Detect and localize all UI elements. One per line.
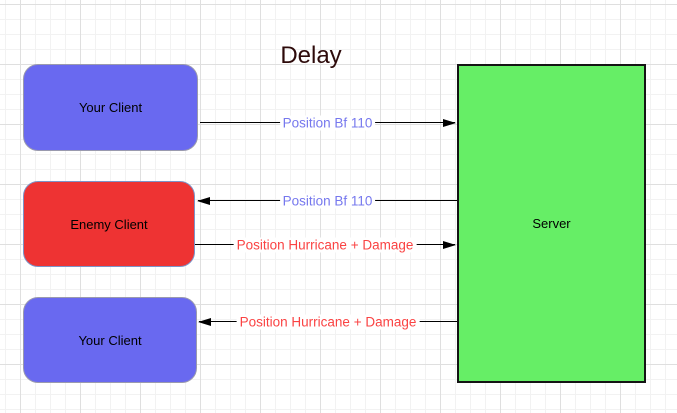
node-label: Enemy Client bbox=[70, 216, 148, 232]
node-your-client-top[interactable]: Your Client bbox=[23, 64, 198, 151]
arrow-enemy-client-to-server[interactable]: Position Hurricane + Damage bbox=[195, 235, 456, 255]
arrow-label[interactable]: Position Bf 110 bbox=[279, 193, 376, 209]
arrowhead-right-icon bbox=[443, 241, 456, 249]
node-label: Server bbox=[532, 216, 571, 231]
arrow-label[interactable]: Position Bf 110 bbox=[279, 115, 376, 131]
node-enemy-client[interactable]: Enemy Client bbox=[23, 181, 195, 267]
arrowhead-left-icon bbox=[198, 318, 211, 326]
arrow-server-to-enemy-client[interactable]: Position Bf 110 bbox=[197, 191, 457, 211]
arrowhead-right-icon bbox=[443, 119, 456, 127]
node-label: Your Client bbox=[78, 332, 142, 348]
arrow-your-client-to-server[interactable]: Position Bf 110 bbox=[200, 113, 456, 133]
arrow-label[interactable]: Position Hurricane + Damage bbox=[233, 237, 417, 253]
diagram-title[interactable]: Delay bbox=[280, 42, 342, 69]
arrowhead-left-icon bbox=[197, 197, 210, 205]
arrow-label[interactable]: Position Hurricane + Damage bbox=[236, 314, 420, 330]
arrow-server-to-your-client[interactable]: Position Hurricane + Damage bbox=[198, 312, 457, 332]
node-label: Your Client bbox=[78, 100, 143, 115]
node-your-client-bottom[interactable]: Your Client bbox=[23, 297, 197, 383]
node-server[interactable]: Server bbox=[457, 64, 646, 383]
